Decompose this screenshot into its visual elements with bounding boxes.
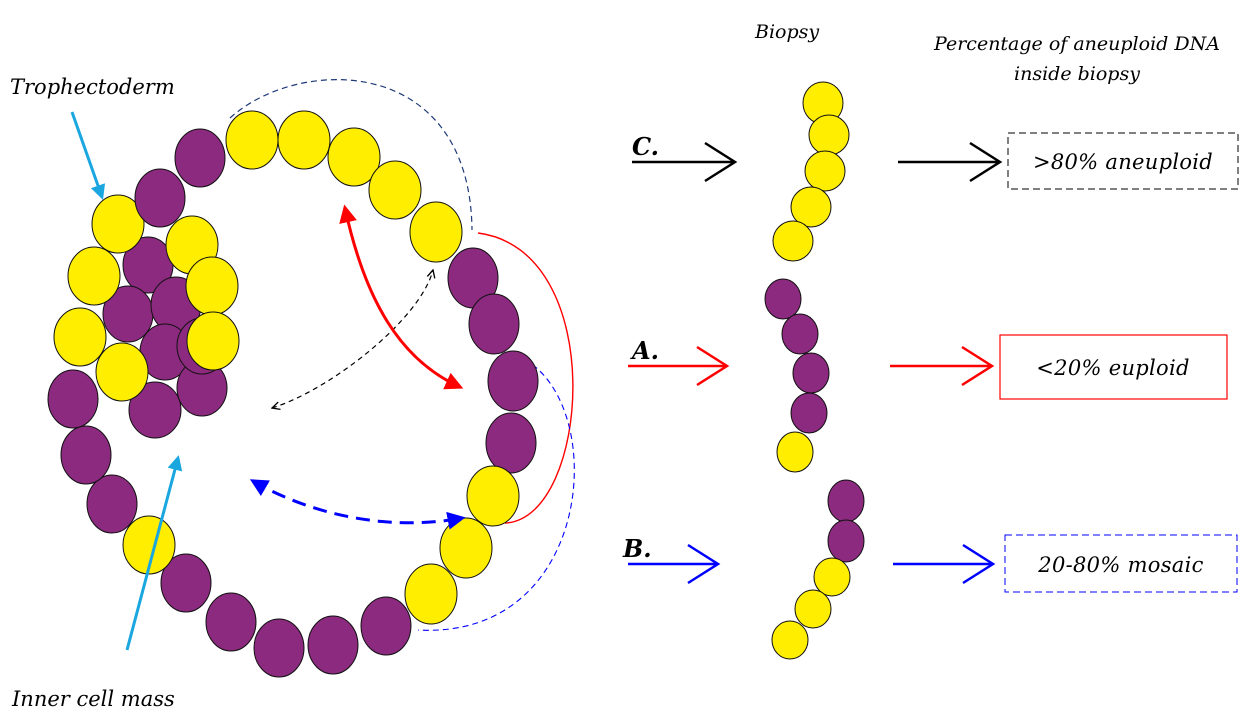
trophectoderm-label: Trophectoderm xyxy=(10,75,175,99)
dashed-navy-connector xyxy=(229,79,473,231)
row-b-result-text: 20-80% mosaic xyxy=(1037,553,1203,577)
inner-cell-mass-pointer-arrow xyxy=(125,455,183,651)
aneuploid-cell xyxy=(60,425,112,485)
row-b-outgoing-arrow xyxy=(893,543,996,585)
aneuploid-cell xyxy=(485,412,537,474)
red-double-arrow xyxy=(339,204,464,390)
black-dashed-double-arrow xyxy=(272,270,433,408)
euploid-cell xyxy=(95,342,149,402)
row-c-outgoing-arrow xyxy=(898,141,1003,183)
aneuploid-cell xyxy=(468,293,520,355)
euploid-cell xyxy=(186,311,240,371)
aneuploid-cell xyxy=(827,519,865,563)
aneuploid-cell xyxy=(781,313,819,355)
row-c-result-text: >80% aneuploid xyxy=(1033,150,1213,174)
euploid-cell xyxy=(439,517,493,579)
euploid-cell xyxy=(277,110,331,170)
euploid-cell xyxy=(771,620,809,660)
dashed-blue-connector xyxy=(417,354,575,631)
euploid-cell xyxy=(790,186,832,228)
euploid-cell xyxy=(409,201,463,263)
aneuploid-cell xyxy=(47,369,99,429)
aneuploid-cell xyxy=(487,350,539,412)
aneuploid-cell xyxy=(128,381,182,439)
row-a-incoming-arrow xyxy=(628,345,730,387)
euploid-cell xyxy=(404,563,458,625)
euploid-cell xyxy=(53,307,107,367)
aneuploid-cell xyxy=(86,474,138,534)
euploid-cell xyxy=(122,515,176,575)
euploid-cell xyxy=(67,246,121,306)
euploid-cell xyxy=(466,465,520,527)
aneuploid-cell xyxy=(253,618,305,678)
row-c-incoming-arrow xyxy=(632,141,738,183)
aneuploid-cell xyxy=(764,278,802,320)
row-c-result-box xyxy=(1007,132,1239,190)
row-b-incoming-arrow xyxy=(628,543,721,585)
aneuploid-cell xyxy=(134,168,186,228)
biopsy-header: Biopsy xyxy=(754,21,819,43)
row-c-letter: C. xyxy=(632,132,659,161)
aneuploid-cell xyxy=(790,392,828,434)
euploid-cell xyxy=(813,557,851,597)
row-b-result-box xyxy=(1004,534,1238,593)
row-a-letter: A. xyxy=(630,336,659,365)
trophectoderm-pointer-arrow xyxy=(70,111,106,200)
aneuploid-cell xyxy=(174,128,226,188)
percentage-header-line2: inside biopsy xyxy=(1014,63,1140,85)
blue-dashed-double-arrow xyxy=(249,479,466,530)
row-b-letter: B. xyxy=(622,534,652,563)
euploid-cell xyxy=(225,110,279,170)
row-a-result-box xyxy=(999,334,1228,400)
euploid-cell xyxy=(776,431,814,473)
row-c: C. >80% aneuploid xyxy=(632,132,1239,190)
solid-red-connector xyxy=(477,232,574,524)
aneuploid-cell xyxy=(360,596,412,656)
aneuploid-cell xyxy=(307,615,359,675)
euploid-cell xyxy=(804,150,846,192)
row-a: A. <20% euploid xyxy=(628,334,1228,400)
percentage-header-line1: Percentage of aneuploid DNA xyxy=(933,33,1220,55)
embryo-cells xyxy=(47,81,865,678)
euploid-cell xyxy=(368,160,422,220)
aneuploid-cell xyxy=(792,352,830,394)
euploid-cell xyxy=(794,589,832,629)
euploid-cell xyxy=(185,256,239,316)
euploid-cell xyxy=(91,194,145,254)
euploid-cell xyxy=(808,114,850,156)
row-b: B. 20-80% mosaic xyxy=(622,534,1238,593)
euploid-cell xyxy=(772,220,814,262)
aneuploid-cell xyxy=(205,592,257,652)
euploid-cell xyxy=(327,127,381,187)
aneuploid-cell xyxy=(827,479,865,523)
aneuploid-cell xyxy=(160,553,212,613)
row-a-outgoing-arrow xyxy=(890,345,995,387)
inner-cell-mass-label: Inner cell mass xyxy=(11,687,175,711)
row-a-result-text: <20% euploid xyxy=(1036,356,1189,380)
